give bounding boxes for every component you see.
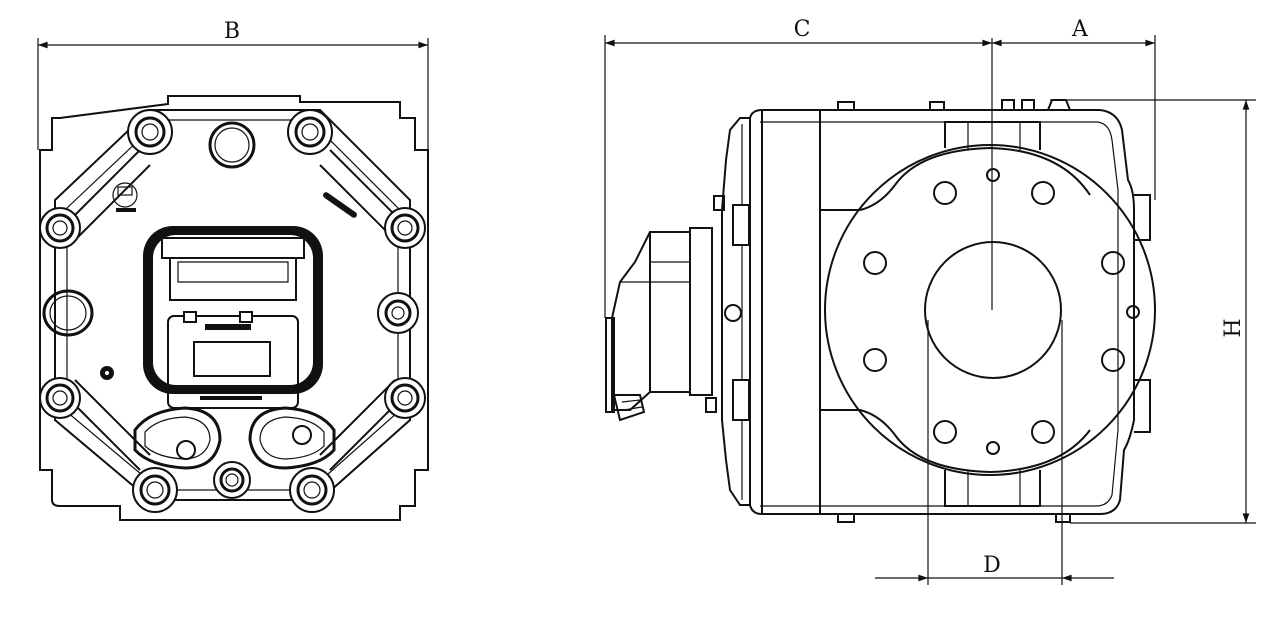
- dimension-h: [1050, 99, 1256, 524]
- dimension-c: [604, 35, 992, 318]
- bolt-bosses: [39, 109, 426, 513]
- label-b: B: [224, 19, 240, 44]
- label-c: C: [794, 17, 811, 42]
- dimension-a: [992, 35, 1156, 200]
- dimension-d: [875, 320, 1114, 585]
- label-h: H: [1221, 318, 1246, 337]
- side-view: [605, 99, 1156, 523]
- label-a: A: [1071, 17, 1089, 42]
- front-view: [39, 95, 429, 521]
- flange-bolt-holes: [863, 168, 1140, 455]
- dimension-b: [37, 38, 429, 150]
- label-d: D: [983, 553, 1001, 578]
